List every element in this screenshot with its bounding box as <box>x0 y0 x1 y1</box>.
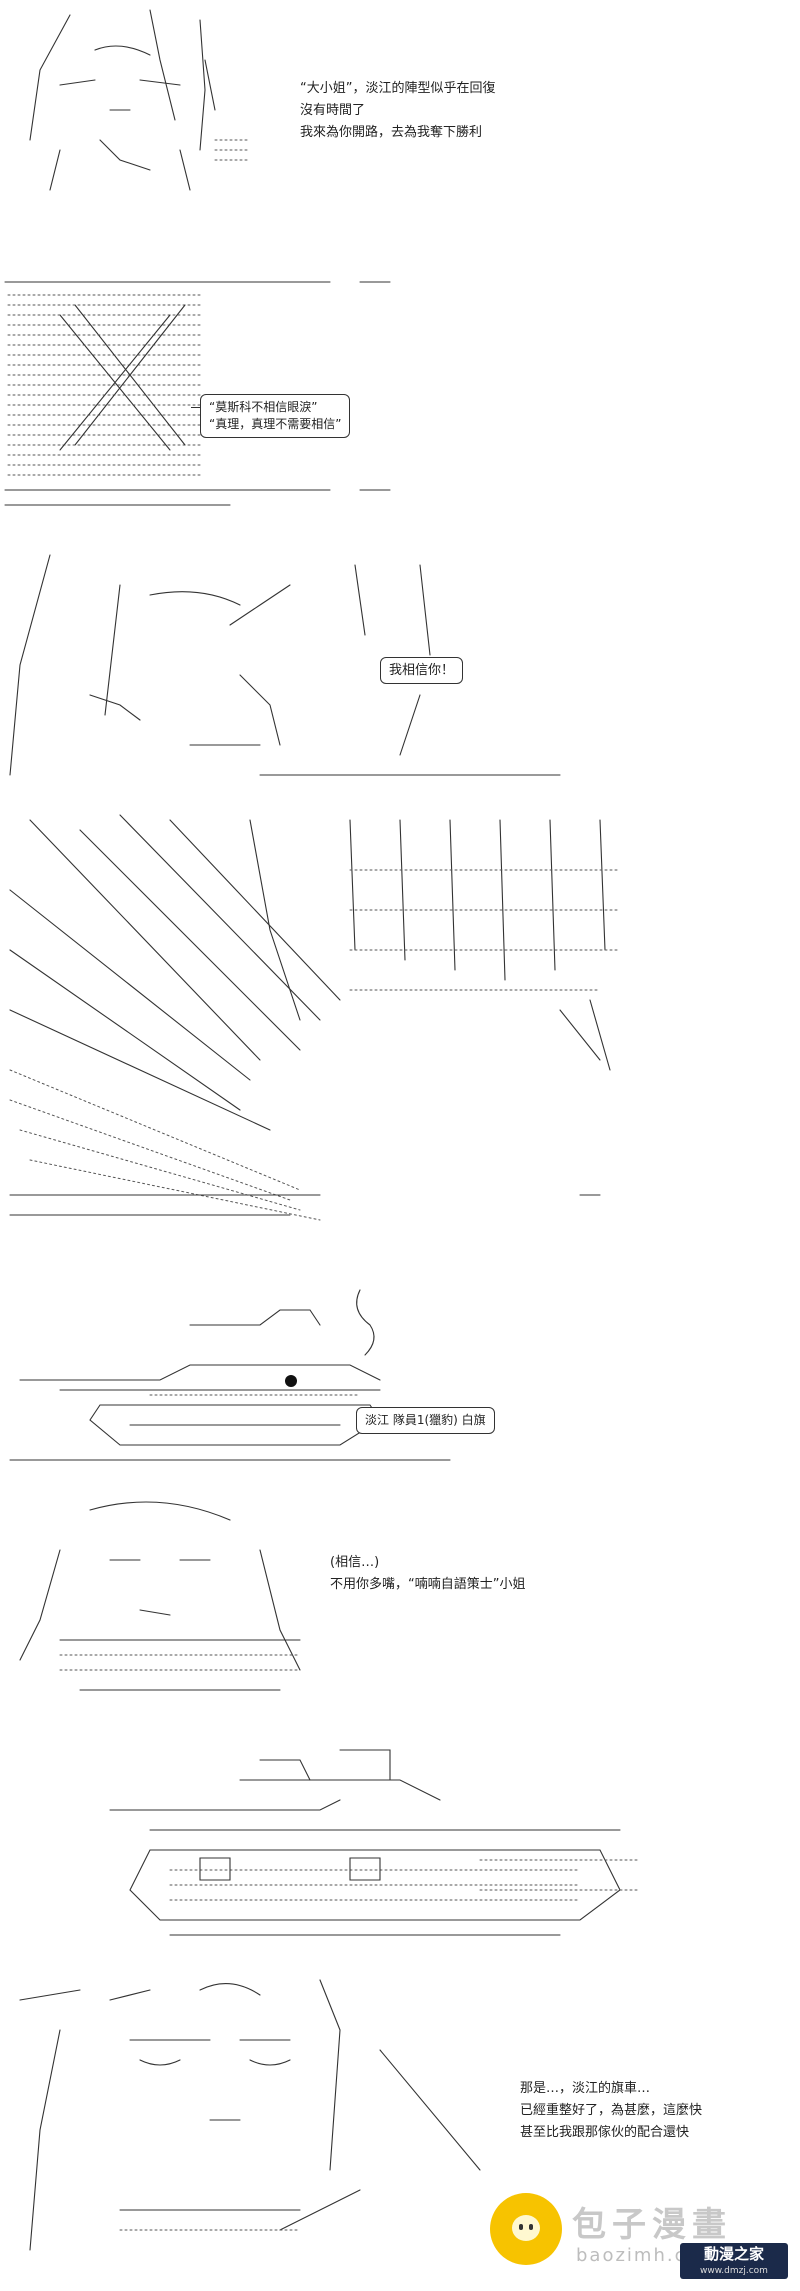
panel-4 <box>0 810 800 1240</box>
narration-6: (相信…) 不用你多嘴，“喃喃自語策士”小姐 <box>330 1552 525 1596</box>
bubble-line: “真理，真理不需要相信” <box>209 417 342 431</box>
panel-6: (相信…) 不用你多嘴，“喃喃自語策士”小姐 <box>0 1490 800 1715</box>
watermark: 包子漫畫 baozimh.com 動漫之家 www.dmzj.com <box>480 2185 790 2285</box>
narration-line: 不用你多嘴，“喃喃自語策士”小姐 <box>330 1577 526 1592</box>
panel-3: 我相信你！ <box>0 545 800 790</box>
narration-1: “大小姐”，淡江的陣型似乎在回復 沒有時間了 我來為你開路，去為我奪下勝利 <box>300 78 495 144</box>
narration-line: 我來為你開路，去為我奪下勝利 <box>300 125 483 140</box>
bubble-tail <box>191 407 201 408</box>
speech-bubble: “莫斯科不相信眼淚” “真理，真理不需要相信” <box>191 394 351 438</box>
final-character-art <box>19 1979 481 2251</box>
bun-mascot-icon <box>490 2193 562 2265</box>
narration-line: “大小姐”，淡江的陣型似乎在回復 <box>300 81 496 96</box>
tank-2-art <box>109 1749 641 1936</box>
crossed-frame-art <box>4 281 391 506</box>
two-characters-art <box>9 554 561 776</box>
watermark-title: 包子漫畫 <box>572 2205 732 2245</box>
mascot-eye <box>519 2224 523 2230</box>
panel-7 <box>0 1740 800 1955</box>
panel-2: “莫斯科不相信眼淚” “真理，真理不需要相信” <box>0 270 800 530</box>
tank-1-art <box>9 1289 451 1461</box>
badge-name: 動漫之家 <box>703 2245 764 2263</box>
narration-line: 甚至比我跟那傢伙的配合還快 <box>520 2125 690 2140</box>
panel-5: 淡江 隊員1(獵豹) 白旗 <box>0 1285 800 1470</box>
bubble-line: “莫斯科不相信眼淚” <box>209 400 318 414</box>
tank-label: 淡江 隊員1(獵豹) 白旗 <box>356 1407 495 1434</box>
narration-line: 已經重整好了，為甚麼，這麼快 <box>520 2103 703 2118</box>
narration-8: 那是…，淡江的旗車… 已經重整好了，為甚麼，這麼快 甚至比我跟那傢伙的配合還快 <box>520 2078 702 2144</box>
panel-1: “大小姐”，淡江的陣型似乎在回復 沒有時間了 我來為你開路，去為我奪下勝利 <box>0 0 800 200</box>
panel-8: 那是…，淡江的旗車… 已經重整好了，為甚麼，這麼快 甚至比我跟那傢伙的配合還快 <box>0 1970 800 2291</box>
tank-gun-dot <box>285 1375 297 1387</box>
narration-line: (相信…) <box>330 1555 380 1570</box>
girl-portrait-art <box>29 9 251 191</box>
badge-url: www.dmzj.com <box>700 2266 768 2276</box>
bubble-line: 我相信你！ <box>389 663 455 678</box>
narration-line: 沒有時間了 <box>300 103 366 118</box>
tank-label-text: 淡江 隊員1(獵豹) 白旗 <box>365 1413 486 1427</box>
speech-bubble-believe: 我相信你！ <box>380 657 464 684</box>
mascot-eye <box>529 2224 533 2230</box>
character-art <box>19 1501 301 1691</box>
speed-lines-art <box>9 814 621 1221</box>
mascot-face <box>512 2215 540 2241</box>
watermark-badge: 動漫之家 www.dmzj.com <box>680 2243 788 2279</box>
narration-line: 那是…，淡江的旗車… <box>520 2081 651 2096</box>
